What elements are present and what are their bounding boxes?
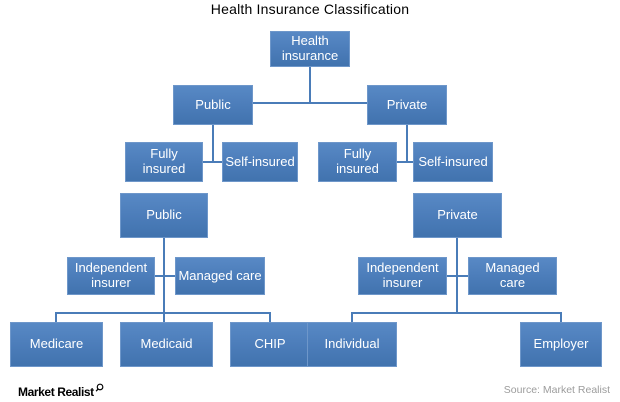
connector-segment [351,312,562,314]
node-self-insured-public: Self-insured [222,142,298,182]
connector-segment [55,312,271,314]
connector-segment [309,67,311,103]
node-independent-insurer-private: Independent insurer [358,257,447,295]
connector-segment [163,238,165,322]
market-realist-logo: Market Realist [18,381,104,399]
node-individual: Individual [307,322,397,367]
node-independent-insurer-public: Independent insurer [67,257,155,295]
connector-segment [212,125,214,162]
node-fully-insured-private: Fully insured [318,142,397,182]
node-private-top: Private [367,85,447,125]
node-medicare: Medicare [10,322,103,367]
connector-segment [203,161,222,163]
node-managed-care-public: Managed care [175,257,265,295]
source-attribution: Source: Market Realist [503,384,610,396]
connector-segment [447,275,468,277]
page-title: Health Insurance Classification [210,1,410,17]
logo-text: Market Realist [18,385,94,399]
connector-segment [560,312,562,322]
magnifier-icon [95,381,104,395]
connector-segment [397,161,413,163]
connector-segment [406,125,408,162]
node-medicaid: Medicaid [120,322,213,367]
connector-segment [269,312,271,322]
node-employer: Employer [520,322,602,367]
node-fully-insured-public: Fully insured [125,142,203,182]
connector-segment [253,102,367,104]
node-managed-care-private: Managed care [468,257,557,295]
node-health-insurance: Health insurance [270,31,350,67]
node-public-top: Public [173,85,253,125]
connector-segment [55,312,57,322]
node-chip: CHIP [230,322,310,367]
node-public-lower: Public [120,193,208,238]
connector-segment [351,312,353,322]
connector-segment [155,275,175,277]
node-private-lower: Private [413,193,502,238]
node-self-insured-private: Self-insured [413,142,493,182]
